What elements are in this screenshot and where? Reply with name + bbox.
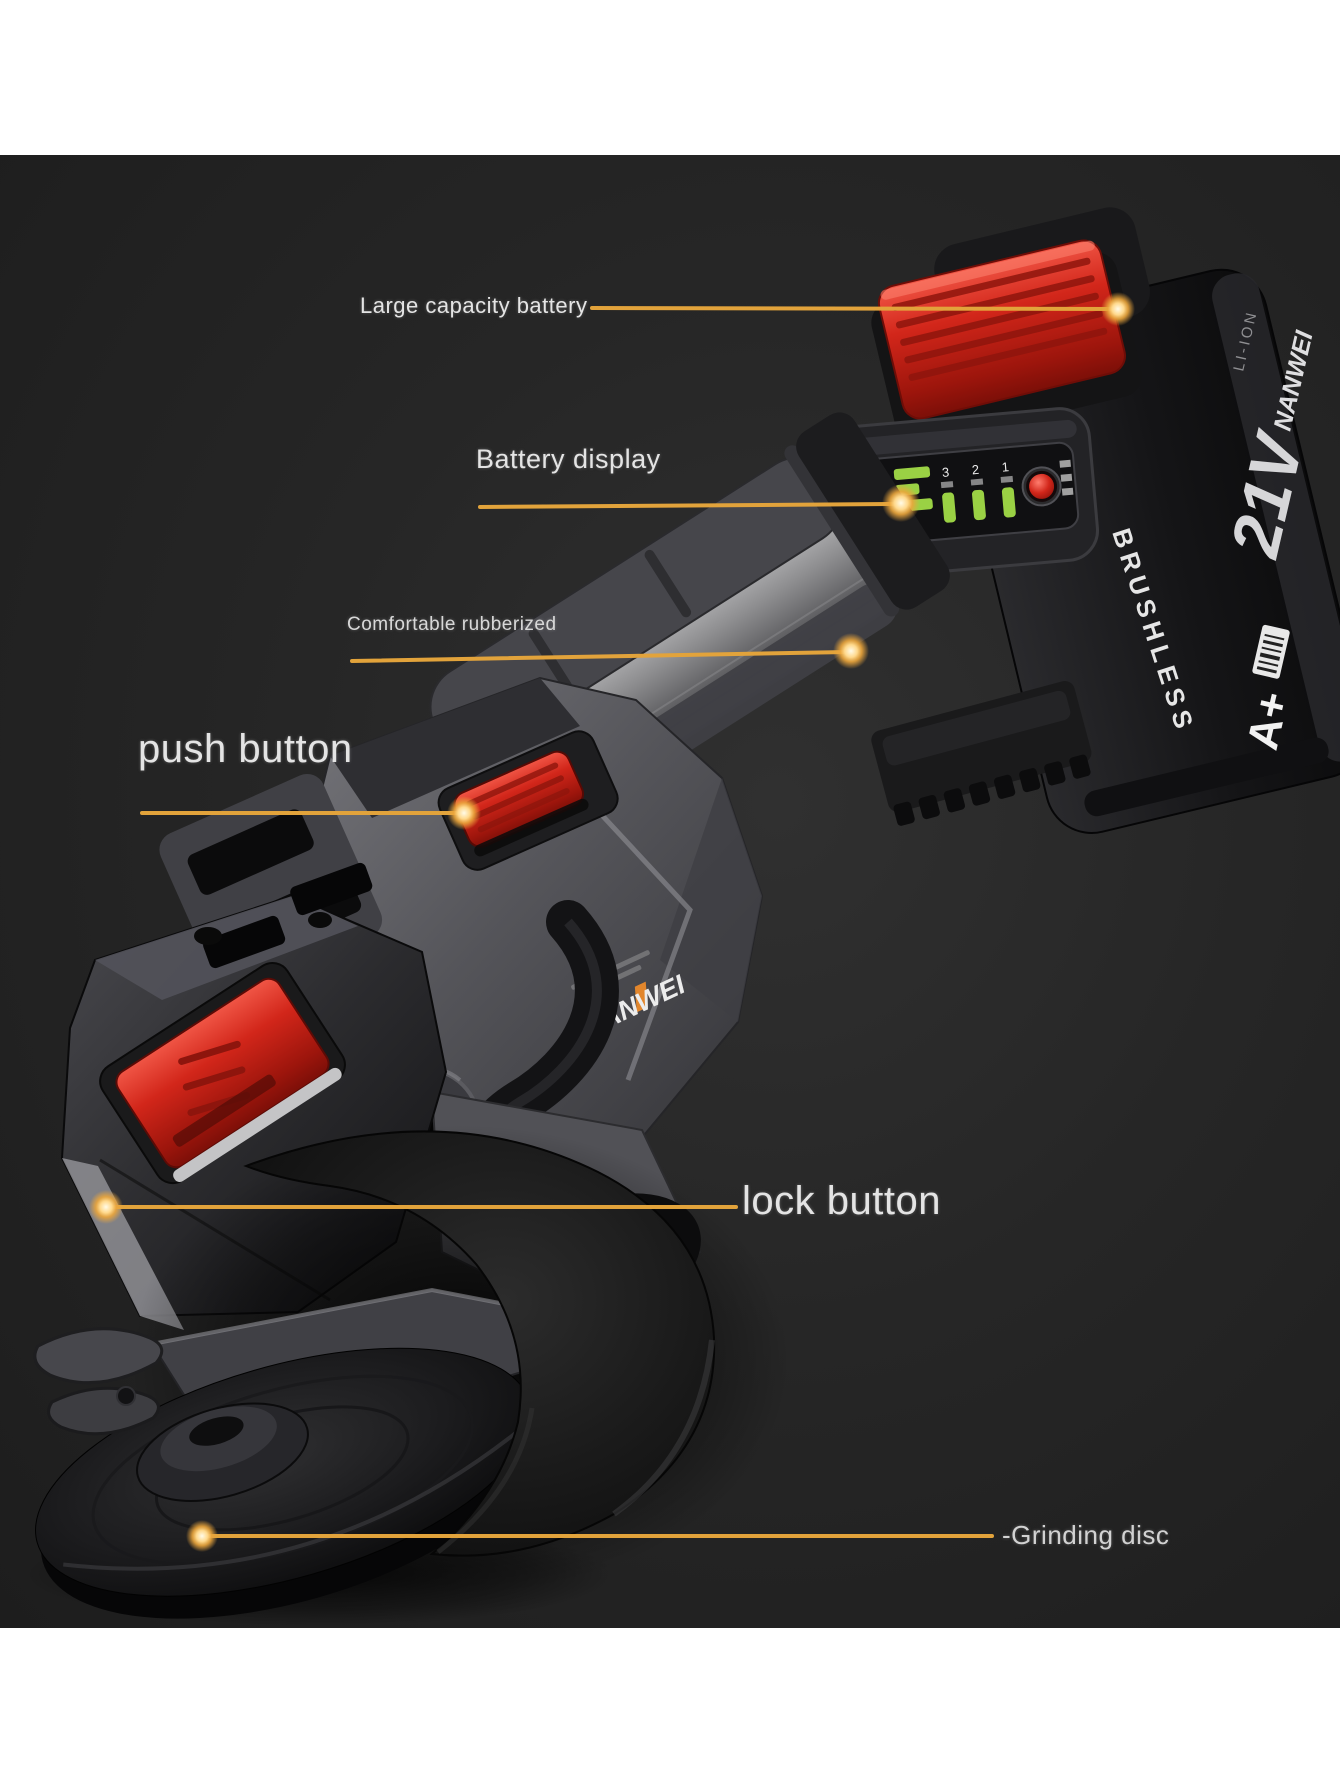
- push-button-dot: [447, 796, 481, 830]
- battery-bottom-rail: [1084, 737, 1329, 817]
- lock-button-dot: [89, 1190, 123, 1224]
- annotation-dots: [89, 292, 1135, 1552]
- large-capacity-battery-dot: [1101, 292, 1135, 326]
- battery-display-line: [478, 502, 900, 509]
- label-lock-button: lock button: [742, 1179, 941, 1223]
- label-comfortable-rubberized: Comfortable rubberized: [347, 614, 557, 635]
- head-screw: [308, 912, 332, 928]
- gauge-level-3: 3: [941, 464, 950, 480]
- battery-vent-block: [871, 680, 1092, 826]
- battery-release-latch: [871, 239, 1142, 446]
- label-push-button: push button: [138, 727, 353, 771]
- push-button-assembly: [437, 730, 619, 871]
- guard-clamp-hooks: [33, 1327, 164, 1436]
- gauge-right-print: [1059, 459, 1074, 496]
- annotation-lines: [104, 306, 1120, 1538]
- label-grinding-disc: -Grinding disc: [1002, 1520, 1170, 1550]
- guard-shell: [243, 1130, 716, 1557]
- brand-accent: [634, 981, 648, 1013]
- disc-spindle-nut: [189, 1416, 244, 1446]
- battery-side-face: [1212, 273, 1340, 762]
- battery-display-dot: [882, 484, 920, 522]
- battery-barcode-label: [1252, 624, 1290, 679]
- clamp-bolt: [116, 1386, 136, 1406]
- label-large-capacity-battery: Large capacity battery: [360, 293, 588, 318]
- label-battery-display: Battery display: [476, 444, 661, 474]
- gauge-level-columns: 3 2 1: [940, 459, 1016, 523]
- large-capacity-battery-line: [590, 306, 1120, 311]
- comfortable-rubberized-line: [350, 650, 850, 663]
- gauge-level-2: 2: [971, 462, 980, 478]
- head-screw: [194, 927, 222, 945]
- grinding-disc-dot: [186, 1520, 218, 1552]
- head-vents: [203, 862, 373, 969]
- gauge-check-button: [1026, 470, 1058, 502]
- lock-button-assembly: [99, 961, 346, 1185]
- handle-collar: [796, 412, 950, 610]
- comfortable-rubberized-dot: [833, 633, 869, 669]
- gauge-level-1: 1: [1001, 459, 1010, 475]
